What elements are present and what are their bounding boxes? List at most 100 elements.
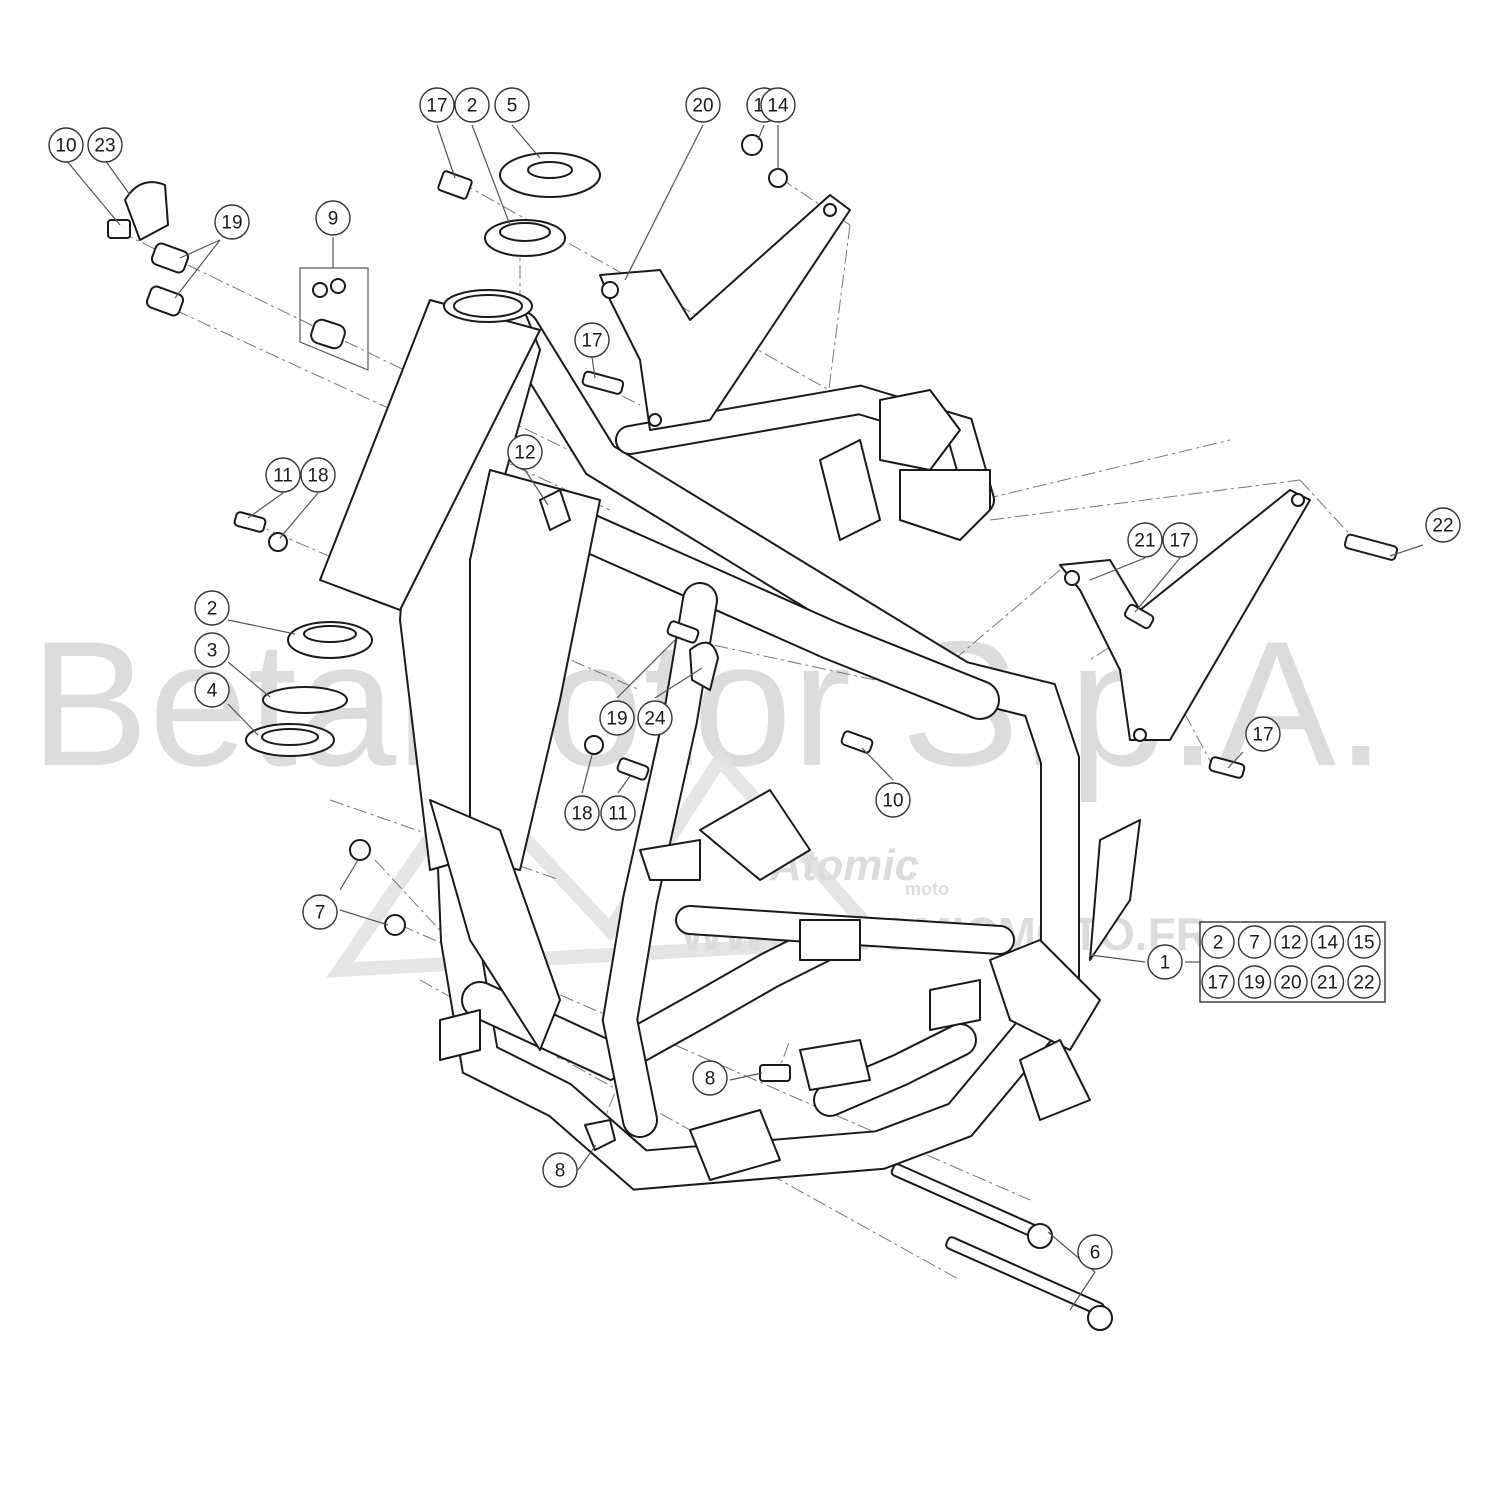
kit-item-circle bbox=[1237, 925, 1272, 959]
callout-circle bbox=[265, 457, 301, 493]
callout-2: 2 bbox=[454, 87, 490, 123]
callout-17: 17 bbox=[419, 87, 455, 123]
callout-21: 21 bbox=[1127, 522, 1163, 558]
callout-label: 20 bbox=[692, 96, 713, 117]
callout-label: 6 bbox=[1090, 1243, 1101, 1264]
callout-label: 10 bbox=[55, 136, 76, 157]
callout-24: 24 bbox=[637, 700, 673, 736]
callout-circle bbox=[542, 1152, 578, 1188]
kit-item-label: 2 bbox=[1213, 933, 1224, 954]
callout-circle bbox=[685, 87, 721, 123]
callout-leaders bbox=[65, 124, 1424, 1311]
callout-circle bbox=[194, 672, 230, 708]
callout-label: 2 bbox=[467, 96, 478, 117]
callout-circle bbox=[1245, 716, 1281, 752]
callout-label: 3 bbox=[207, 641, 218, 662]
kit-item-2: 2 bbox=[1201, 925, 1235, 959]
kit-item-label: 22 bbox=[1353, 973, 1374, 994]
kit-item-label: 20 bbox=[1280, 973, 1301, 994]
callout-6: 6 bbox=[1077, 1234, 1113, 1270]
callout-19: 19 bbox=[214, 204, 250, 240]
callout-19: 19 bbox=[599, 700, 635, 736]
headstock bbox=[319, 289, 541, 611]
callout-11: 11 bbox=[265, 457, 301, 493]
callout-8: 8 bbox=[542, 1152, 578, 1188]
callout-23: 23 bbox=[87, 127, 123, 163]
callout-circle bbox=[600, 795, 636, 831]
bearing-lower-set bbox=[233, 511, 1113, 1331]
callout-label: 18 bbox=[307, 466, 328, 487]
callout-label: 17 bbox=[426, 96, 447, 117]
kit-item-15: 15 bbox=[1347, 925, 1381, 959]
main-frame bbox=[399, 299, 1141, 1191]
bearing-top-set bbox=[437, 152, 601, 257]
atomic-logo-sub: moto bbox=[905, 879, 949, 899]
callout-circle bbox=[48, 127, 84, 163]
callout-label: 23 bbox=[94, 136, 115, 157]
callout-18: 18 bbox=[300, 457, 336, 493]
callout-circle bbox=[302, 894, 338, 930]
callout-3: 3 bbox=[194, 632, 230, 668]
callout-20: 20 bbox=[685, 87, 721, 123]
callout-circle bbox=[87, 127, 123, 163]
bracket-right bbox=[1059, 489, 1398, 779]
callout-label: 12 bbox=[514, 443, 535, 464]
callout-label: 17 bbox=[1169, 531, 1190, 552]
bracket-left bbox=[581, 134, 851, 431]
callout-circle bbox=[300, 457, 336, 493]
kit-item-7: 7 bbox=[1237, 925, 1272, 959]
callout-label: 8 bbox=[555, 1161, 566, 1182]
callout-circle bbox=[1162, 522, 1198, 558]
callout-circle bbox=[1077, 1234, 1113, 1270]
callout-circle bbox=[637, 700, 673, 736]
callout-label: 5 bbox=[507, 96, 518, 117]
callout-8: 8 bbox=[692, 1060, 728, 1096]
callout-17: 17 bbox=[1162, 522, 1198, 558]
kit-item-label: 19 bbox=[1244, 973, 1265, 994]
callout-label: 14 bbox=[767, 96, 789, 117]
callout-label: 18 bbox=[571, 804, 592, 825]
callout-17: 17 bbox=[574, 322, 610, 358]
kit-item-label: 7 bbox=[1249, 933, 1260, 954]
callout-label: 11 bbox=[273, 466, 293, 487]
callout-5: 5 bbox=[494, 87, 530, 123]
callout-circle bbox=[419, 87, 455, 123]
callout-18: 18 bbox=[564, 795, 600, 831]
callout-circle bbox=[494, 87, 530, 123]
callout-14: 14 bbox=[760, 87, 796, 123]
callout-circle bbox=[194, 632, 230, 668]
callout-circle bbox=[1127, 522, 1163, 558]
callout-22: 22 bbox=[1425, 507, 1461, 543]
callout-layer: 1023191725920151417121118211722234192418… bbox=[48, 87, 1461, 1270]
callout-11: 11 bbox=[600, 795, 636, 831]
callout-circle bbox=[315, 200, 351, 236]
kit-item-circle bbox=[1237, 965, 1272, 999]
callout-circle bbox=[507, 434, 543, 470]
kit-item-22: 22 bbox=[1347, 965, 1381, 999]
kit-item-circle bbox=[1310, 925, 1345, 959]
callout-label: 17 bbox=[581, 331, 602, 352]
kit-item-21: 21 bbox=[1310, 965, 1345, 999]
kit-item-circle bbox=[1274, 965, 1308, 999]
callout-10: 10 bbox=[48, 127, 84, 163]
callout-label: 22 bbox=[1432, 516, 1453, 537]
cable-clamp-parts bbox=[107, 181, 190, 317]
callout-label: 8 bbox=[705, 1069, 716, 1090]
kit-item-label: 21 bbox=[1317, 973, 1338, 994]
callout-label: 11 bbox=[608, 804, 628, 825]
callout-label: 24 bbox=[644, 709, 666, 730]
lock-kit bbox=[299, 267, 369, 371]
callout-1: 1 bbox=[1147, 944, 1183, 980]
callout-7: 7 bbox=[302, 894, 338, 930]
callout-circle bbox=[214, 204, 250, 240]
callout-label: 21 bbox=[1134, 531, 1155, 552]
kit-item-circle bbox=[1201, 925, 1235, 959]
callout-label: 19 bbox=[606, 709, 627, 730]
kit-item-circle bbox=[1310, 965, 1345, 999]
callout-circle bbox=[875, 782, 911, 818]
kit-item-label: 15 bbox=[1353, 933, 1374, 954]
callout-circle bbox=[1147, 944, 1183, 980]
